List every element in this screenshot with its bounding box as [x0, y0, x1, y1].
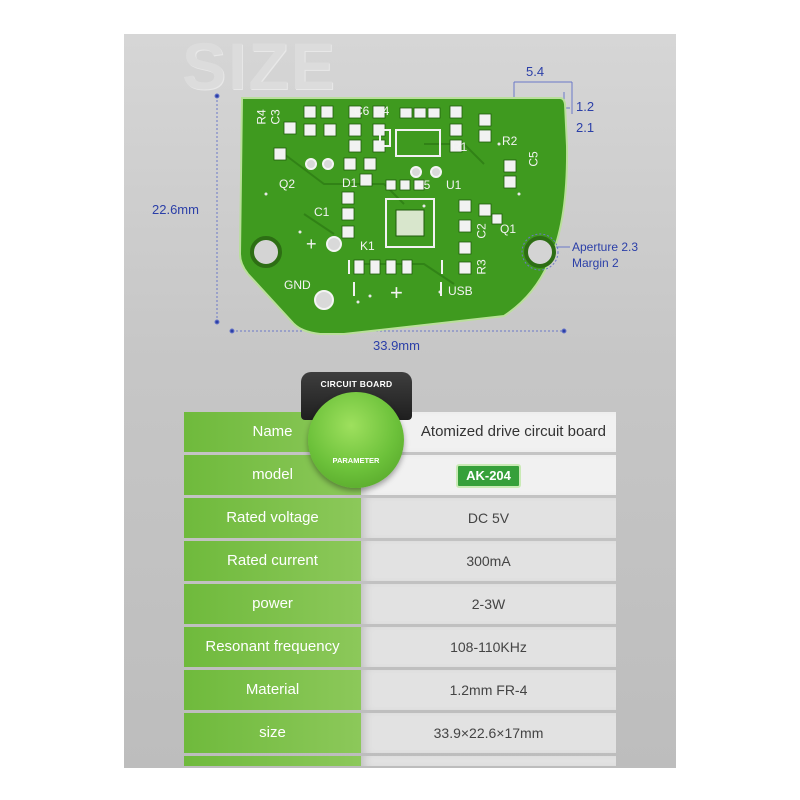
silk-d1: D1 — [342, 176, 358, 190]
silk-plus-2: + — [390, 280, 403, 305]
table-row-partial — [184, 756, 616, 766]
silk-c3: C3 — [268, 109, 283, 125]
row-label: Rated current — [184, 541, 361, 581]
row-label: power — [184, 584, 361, 624]
row-label: Material — [184, 670, 361, 710]
row-value: 108-110KHz — [361, 627, 616, 667]
silk-c1: C1 — [314, 205, 330, 219]
silk-c6: C6 — [354, 104, 370, 118]
parameter-badge: PARAMETER — [308, 392, 404, 488]
silk-c5: C5 — [526, 151, 541, 167]
table-row: Rated current 300mA — [184, 541, 616, 581]
offset-label-2: 2.1 — [576, 120, 595, 135]
row-value: 33.9×22.6×17mm — [361, 713, 616, 753]
table-row: power 2-3W — [184, 584, 616, 624]
silk-u1: U1 — [446, 178, 462, 192]
pad-width-label: 5.4 — [526, 64, 545, 79]
table-row: model AK-204 — [184, 455, 616, 495]
ic-u1 — [395, 129, 441, 157]
row-label: Resonant frequency — [184, 627, 361, 667]
silk-q2: Q2 — [279, 177, 296, 191]
row-label: Rated voltage — [184, 498, 361, 538]
smd-pads — [273, 105, 517, 275]
row-value: AK-204 — [361, 455, 616, 495]
mounting-hole-left — [250, 236, 282, 268]
silk-plus-1: + — [306, 234, 317, 254]
table-row: size 33.9×22.6×17mm — [184, 713, 616, 753]
silk-r4: R4 — [254, 109, 269, 125]
silk-r1: R1 — [452, 140, 468, 154]
hole-margin-label: Margin 2 — [572, 256, 619, 270]
mounting-hole-right — [524, 236, 556, 268]
size-title: SIZE — [182, 34, 337, 103]
table-row: Resonant frequency 108-110KHz — [184, 627, 616, 667]
silk-usb: USB — [448, 284, 473, 298]
button-k1 — [385, 198, 435, 248]
height-dimension-label: 22.6mm — [152, 202, 199, 217]
row-value: 300mA — [361, 541, 616, 581]
silk-gnd: GND — [284, 278, 311, 292]
pcb-diagram — [214, 81, 573, 335]
silk-c2: C2 — [474, 223, 489, 239]
row-value: 1.2mm FR-4 — [361, 670, 616, 710]
row-value: DC 5V — [361, 498, 616, 538]
width-dimension-label: 33.9mm — [373, 338, 420, 353]
silk-r3: R3 — [474, 259, 489, 275]
hole-aperture-label: Aperture 2.3 — [572, 240, 639, 254]
silk-k1: K1 — [360, 239, 375, 253]
table-row: Rated voltage DC 5V — [184, 498, 616, 538]
product-panel: SIZE — [124, 34, 676, 768]
parameter-table: Name Atomized drive circuit board model … — [184, 412, 616, 768]
row-label: size — [184, 713, 361, 753]
offset-label-1: 1.2 — [576, 99, 595, 114]
silk-r2: R2 — [502, 134, 518, 148]
parameter-badge-label: PARAMETER — [332, 456, 380, 465]
silk-c4: C4 — [374, 104, 390, 118]
plus-terminal-pad — [326, 236, 342, 252]
table-row: Material 1.2mm FR-4 — [184, 670, 616, 710]
row-value: 2-3W — [361, 584, 616, 624]
silk-r5: R5 — [415, 178, 431, 192]
gnd-terminal-pad — [314, 290, 334, 310]
silk-q1: Q1 — [500, 222, 517, 236]
model-badge: AK-204 — [456, 464, 521, 489]
